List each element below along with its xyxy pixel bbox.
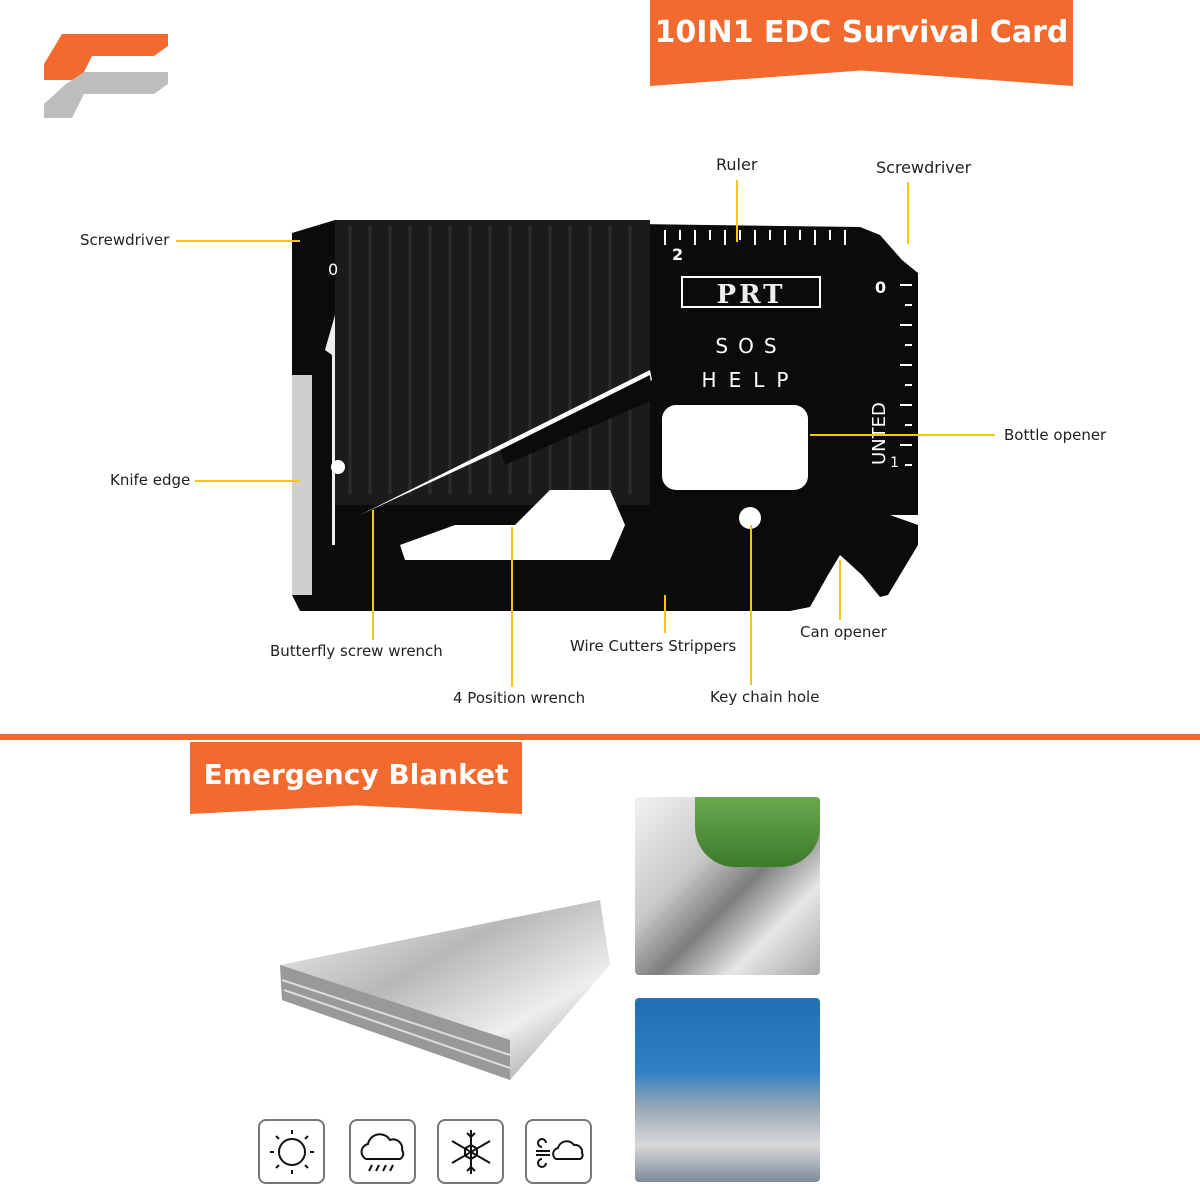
ruler-mark-1: 1 [890, 455, 899, 471]
ruler-mark-0-left: 0 [328, 260, 338, 279]
card-brand: PRT [716, 280, 785, 310]
brand-logo [44, 34, 168, 118]
header-banner: 10IN1 EDC Survival Card [650, 0, 1073, 86]
card-help: HELP [702, 368, 801, 392]
sun-icon [258, 1119, 325, 1184]
blanket-sky-photo [635, 998, 820, 1182]
leader-can-opener [839, 560, 841, 620]
leader-knife-edge [195, 480, 300, 482]
leader-bottle-opener [810, 434, 995, 436]
card-side-text: UNTED [869, 402, 890, 465]
label-screwdriver-right: Screwdriver [876, 158, 972, 177]
leader-screwdriver-left [176, 240, 300, 242]
ruler-mark-0-right: 0 [875, 278, 886, 297]
label-bottle-opener: Bottle opener [1004, 426, 1107, 444]
blanket-banner: Emergency Blanket [190, 742, 522, 814]
folded-blanket-image [280, 900, 610, 1080]
section-divider [0, 734, 1200, 740]
label-ruler: Ruler [716, 155, 758, 174]
label-butterfly-wrench: Butterfly screw wrench [270, 642, 443, 660]
survival-card: 2 0 0 1 PRT SOS HELP UNTED [292, 220, 918, 611]
wind-cloud-icon [525, 1119, 592, 1184]
leader-ruler [736, 180, 738, 242]
page-title: 10IN1 EDC Survival Card [654, 14, 1069, 50]
rain-cloud-icon [349, 1119, 416, 1184]
leader-wire-cutters [664, 595, 666, 633]
person-in-blanket-photo [635, 797, 820, 975]
label-can-opener: Can opener [800, 623, 887, 641]
label-position-wrench: 4 Position wrench [453, 689, 586, 707]
label-key-chain-hole: Key chain hole [710, 688, 820, 706]
leader-screwdriver-right [907, 182, 909, 244]
leader-butterfly-wrench [372, 510, 374, 640]
label-wire-cutters: Wire Cutters Strippers [570, 637, 737, 655]
label-screwdriver-left: Screwdriver [80, 231, 170, 249]
ruler-mark-2: 2 [672, 245, 683, 264]
tent-background [695, 797, 820, 867]
blanket-title: Emergency Blanket [203, 757, 509, 791]
snowflake-icon [437, 1119, 504, 1184]
leader-position-wrench [511, 527, 513, 687]
label-knife-edge: Knife edge [110, 471, 191, 489]
card-sos: SOS [715, 334, 786, 358]
leader-key-chain-hole [750, 525, 752, 685]
